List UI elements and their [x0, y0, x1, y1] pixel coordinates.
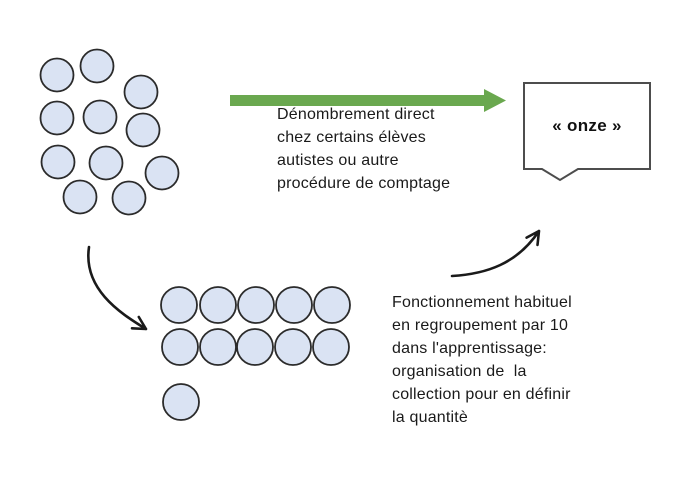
curved-arrow-up-icon	[450, 229, 541, 278]
counter-circle	[40, 144, 76, 180]
grouping-label: Fonctionnement habituel en regroupement …	[392, 294, 572, 426]
counter-circle	[237, 286, 275, 324]
counter-circle	[199, 328, 237, 366]
counter-circle	[313, 286, 351, 324]
speech-bubble	[523, 82, 651, 182]
counter-circle	[274, 328, 312, 366]
counter-circle	[123, 74, 159, 110]
direct-counting-label: Dénombrement direct chez certains élèves…	[277, 106, 451, 192]
counter-circle	[199, 286, 237, 324]
grouped-circles-group	[160, 286, 351, 421]
counter-circle	[275, 286, 313, 324]
counter-circle	[162, 383, 200, 421]
speech-bubble-text: « onze »	[552, 116, 622, 135]
counter-circle	[111, 180, 147, 216]
counter-circle	[312, 328, 350, 366]
counter-circle	[161, 328, 199, 366]
counter-circle	[88, 145, 124, 181]
green-arrow	[230, 89, 506, 112]
counter-circle	[125, 112, 161, 148]
counter-circle	[79, 48, 115, 84]
counter-circle	[160, 286, 198, 324]
scattered-circles-group	[39, 48, 180, 216]
counter-circle	[39, 100, 75, 136]
counter-circle	[82, 99, 118, 135]
counter-circle	[144, 155, 180, 191]
curved-arrow-down-icon	[87, 245, 148, 331]
counter-circle	[236, 328, 274, 366]
counter-circle	[39, 57, 75, 93]
counter-circle	[62, 179, 98, 215]
